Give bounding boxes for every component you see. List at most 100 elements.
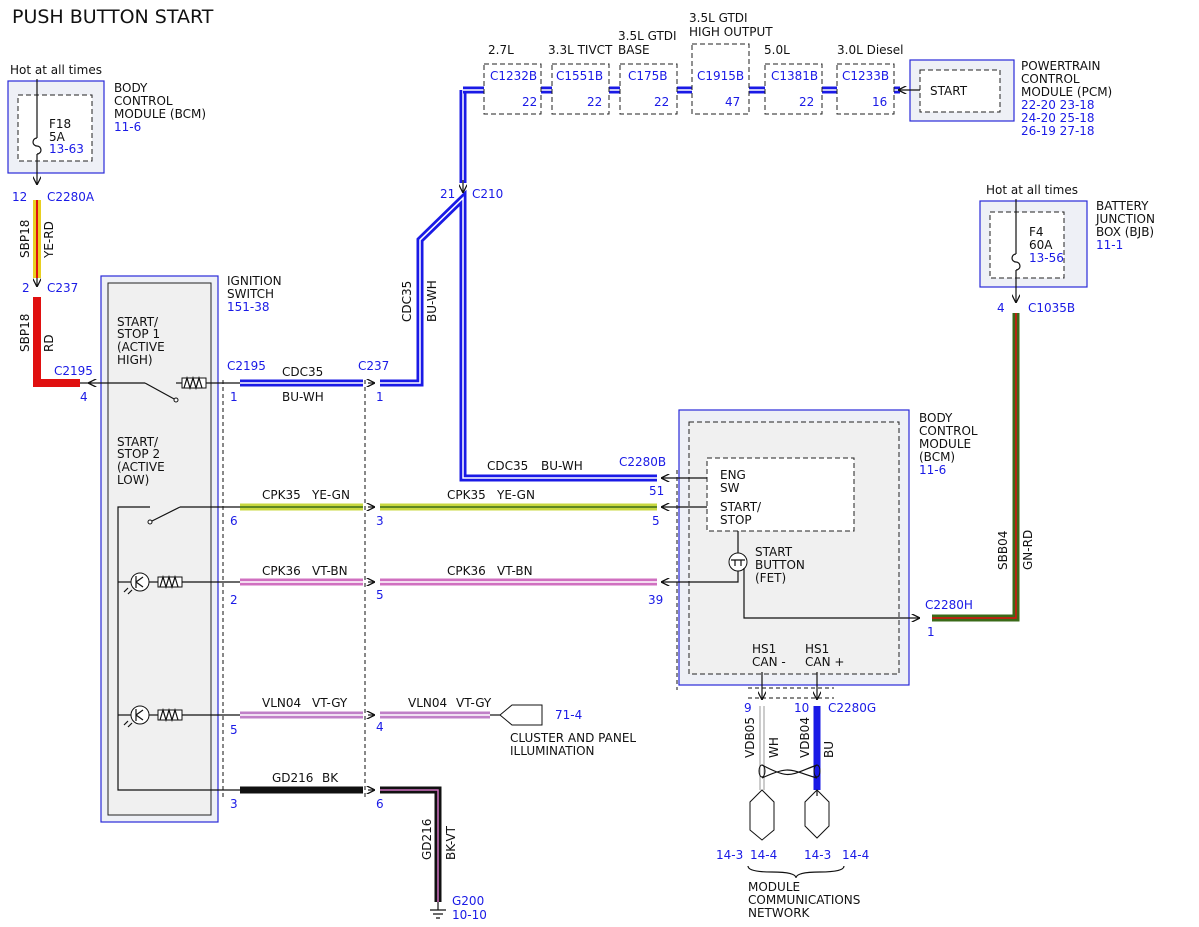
svg-text:HIGH): HIGH) <box>117 353 153 367</box>
svg-text:ILLUMINATION: ILLUMINATION <box>510 744 595 758</box>
svg-text:1: 1 <box>927 625 935 639</box>
svg-text:VT-BN: VT-BN <box>312 564 348 578</box>
wire-vln04 <box>240 704 543 726</box>
svg-text:C1551B: C1551B <box>556 69 603 83</box>
svg-text:START/: START/ <box>117 435 159 449</box>
svg-text:NETWORK: NETWORK <box>748 906 811 920</box>
svg-text:26-19 27-18: 26-19 27-18 <box>1021 124 1095 138</box>
pcm-module: START POWERTRAIN CONTROL MODULE (PCM) 22… <box>898 59 1112 138</box>
svg-text:BU: BU <box>822 741 836 758</box>
svg-text:POWERTRAIN: POWERTRAIN <box>1021 59 1101 73</box>
svg-text:4: 4 <box>376 720 384 734</box>
svg-text:22: 22 <box>522 95 537 109</box>
svg-text:VDB05: VDB05 <box>743 717 757 758</box>
svg-text:C175B: C175B <box>628 69 668 83</box>
cluster-connector-icon <box>499 704 543 726</box>
svg-text:5: 5 <box>230 723 238 737</box>
svg-text:14-3: 14-3 <box>804 848 831 862</box>
svg-text:CPK36: CPK36 <box>447 564 486 578</box>
svg-text:C1232B: C1232B <box>490 69 537 83</box>
svg-text:51: 51 <box>649 484 664 498</box>
svg-text:HIGH OUTPUT: HIGH OUTPUT <box>689 25 773 39</box>
fuse-icon <box>32 137 42 155</box>
fuse-icon-bjb <box>1011 253 1021 271</box>
svg-text:F18: F18 <box>49 117 71 131</box>
svg-text:16: 16 <box>872 95 887 109</box>
svg-text:4: 4 <box>997 301 1005 315</box>
svg-text:CPK35: CPK35 <box>447 488 486 502</box>
svg-text:GD216: GD216 <box>272 771 313 785</box>
switch-1-icon <box>144 382 177 401</box>
svg-text:GN-RD: GN-RD <box>1021 530 1035 570</box>
svg-text:BASE: BASE <box>618 43 650 57</box>
svg-text:LOW): LOW) <box>117 473 149 487</box>
svg-text:3: 3 <box>376 514 384 528</box>
svg-text:C237: C237 <box>47 281 78 295</box>
svg-text:5A: 5A <box>49 130 66 144</box>
svg-text:C210: C210 <box>472 187 503 201</box>
svg-text:14-4: 14-4 <box>842 848 869 862</box>
svg-text:RD: RD <box>42 334 56 352</box>
svg-text:14-4: 14-4 <box>750 848 777 862</box>
svg-text:MODULE: MODULE <box>919 437 971 451</box>
svg-text:39: 39 <box>648 593 663 607</box>
svg-text:VT-GY: VT-GY <box>312 696 348 710</box>
svg-text:BU-WH: BU-WH <box>282 390 324 404</box>
svg-text:START: START <box>930 84 968 98</box>
svg-text:13-63: 13-63 <box>49 142 84 156</box>
svg-text:60A: 60A <box>1029 238 1053 252</box>
svg-text:CPK36: CPK36 <box>262 564 301 578</box>
svg-text:CDC35: CDC35 <box>282 365 323 379</box>
svg-text:C2195: C2195 <box>54 364 93 378</box>
twisted-pair-icon <box>761 764 818 779</box>
svg-text:5: 5 <box>652 514 660 528</box>
bcm-main-module: BODY CONTROL MODULE (BCM) 11-6 ENG SW ST… <box>661 409 978 686</box>
svg-text:2: 2 <box>22 281 30 295</box>
svg-text:71-4: 71-4 <box>555 708 582 722</box>
svg-text:C2195: C2195 <box>227 359 266 373</box>
svg-text:C2280G: C2280G <box>828 701 876 715</box>
ignition-switch: IGNITION SWITCH 151-38 START/ STOP 1 (AC… <box>98 274 282 823</box>
svg-text:CAN -: CAN - <box>752 655 786 669</box>
svg-text:HS1: HS1 <box>805 642 829 656</box>
svg-text:(BCM): (BCM) <box>919 450 955 464</box>
svg-text:BOX (BJB): BOX (BJB) <box>1096 225 1154 239</box>
svg-text:21: 21 <box>440 187 455 201</box>
svg-text:151-38: 151-38 <box>227 300 270 314</box>
svg-text:SWITCH: SWITCH <box>227 287 274 301</box>
svg-text:2.7L: 2.7L <box>488 43 514 57</box>
bcm-fuse-box: Hot at all times F18 5A 13-63 BODY CONTR… <box>7 63 206 185</box>
svg-text:MODULE (BCM): MODULE (BCM) <box>114 107 206 121</box>
svg-text:CDC35: CDC35 <box>487 459 528 473</box>
svg-text:F4: F4 <box>1029 225 1044 239</box>
svg-text:CONTROL: CONTROL <box>1021 72 1080 86</box>
svg-text:3: 3 <box>230 797 238 811</box>
svg-text:BODY: BODY <box>114 81 148 95</box>
svg-text:BODY: BODY <box>919 411 953 425</box>
svg-text:VT-GY: VT-GY <box>456 696 492 710</box>
svg-text:STOP 2: STOP 2 <box>117 447 160 461</box>
svg-text:Hot at all times: Hot at all times <box>986 183 1078 197</box>
svg-text:BU-WH: BU-WH <box>425 280 439 322</box>
svg-text:3.3L TIVCT: 3.3L TIVCT <box>548 43 613 57</box>
svg-text:13-56: 13-56 <box>1029 251 1064 265</box>
hot-label: Hot at all times <box>10 63 102 77</box>
svg-text:CONTROL: CONTROL <box>919 424 978 438</box>
svg-text:3.5L GTDI: 3.5L GTDI <box>618 29 677 43</box>
svg-text:14-3: 14-3 <box>716 848 743 862</box>
svg-text:1: 1 <box>230 390 238 404</box>
svg-text:2: 2 <box>230 593 238 607</box>
svg-text:CONTROL: CONTROL <box>114 94 173 108</box>
svg-text:G200: G200 <box>452 894 484 908</box>
svg-text:5.0L: 5.0L <box>764 43 790 57</box>
ground-icon <box>430 909 446 919</box>
svg-text:START: START <box>755 545 793 559</box>
svg-text:C1233B: C1233B <box>842 69 889 83</box>
svg-text:12: 12 <box>12 190 27 204</box>
svg-text:6: 6 <box>376 797 384 811</box>
svg-text:BK: BK <box>322 771 339 785</box>
svg-text:START/: START/ <box>720 500 762 514</box>
svg-text:IGNITION: IGNITION <box>227 274 282 288</box>
svg-text:JUNCTION: JUNCTION <box>1095 212 1155 226</box>
